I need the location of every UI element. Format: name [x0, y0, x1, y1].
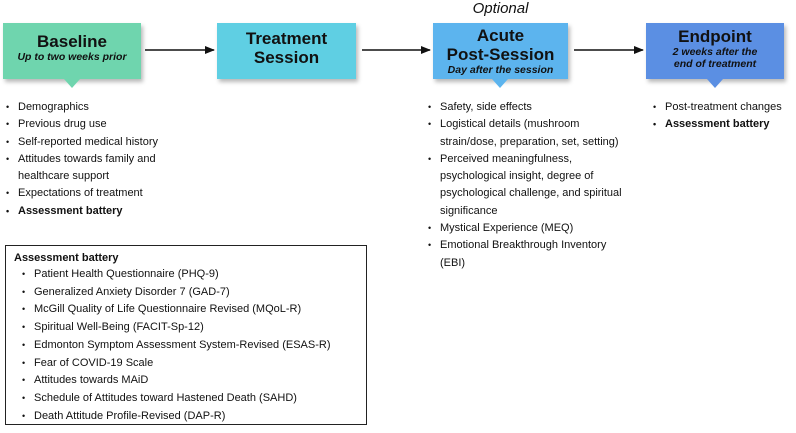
list-item: Assessment battery [651, 116, 791, 134]
list-item: Death Attitude Profile-Revised (DAP-R) [14, 408, 358, 426]
list-item-continuation: significance [440, 204, 498, 217]
list-item: Post-treatment changes [651, 99, 791, 117]
endpoint-measures-list: Post-treatment changes Assessment batter… [651, 99, 791, 134]
list-item: Previous drug use [4, 116, 204, 134]
stage-endpoint-pointer [707, 79, 723, 88]
stage-endpoint-title: Endpoint [678, 27, 752, 46]
stage-endpoint-subtitle-line1: 2 weeks after the [672, 46, 758, 58]
stage-acute-subtitle: Day after the session [447, 64, 554, 76]
list-item: Fear of COVID-19 Scale [14, 355, 358, 373]
stage-acute-pointer [492, 79, 508, 88]
list-item: Attitudes towards family and [4, 151, 204, 169]
stage-acute: Acute Post-Session Day after the session [433, 23, 568, 79]
stage-baseline-subtitle: Up to two weeks prior [17, 51, 127, 63]
optional-label: Optional [472, 0, 529, 17]
stage-treatment-title-line1: Treatment [245, 29, 328, 48]
stage-baseline-title: Baseline [37, 32, 107, 51]
list-item: Safety, side effects [426, 99, 636, 117]
list-item: Attitudes towards MAiD [14, 372, 358, 390]
stage-treatment: Treatment Session [217, 23, 356, 79]
list-item-continuation: (EBI) [440, 256, 466, 269]
list-item: Self-reported medical history [4, 134, 204, 152]
list-item: Schedule of Attitudes toward Hastened De… [14, 390, 358, 408]
list-item-continuation: psychological insight, degree of [440, 170, 594, 183]
list-item: Emotional Breakthrough Inventory [426, 237, 636, 255]
list-item-continuation: strain/dose, preparation, set, setting) [440, 135, 619, 148]
stage-baseline: Baseline Up to two weeks prior [3, 23, 141, 79]
stage-acute-title-line2: Post-Session [446, 45, 555, 64]
assessment-battery-box: Assessment battery Patient Health Questi… [5, 245, 367, 425]
list-item: Generalized Anxiety Disorder 7 (GAD-7) [14, 284, 358, 302]
list-item: Assessment battery [4, 203, 204, 221]
stage-acute-title-line1: Acute [476, 26, 525, 45]
list-item: Spiritual Well-Being (FACIT-Sp-12) [14, 319, 358, 337]
list-item: McGill Quality of Life Questionnaire Rev… [14, 301, 358, 319]
assessment-battery-heading: Assessment battery [14, 252, 119, 264]
list-item: Expectations of treatment [4, 185, 204, 203]
list-item: Demographics [4, 99, 204, 117]
acute-measures-list: Safety, side effects Logistical details … [426, 99, 636, 272]
stage-baseline-pointer [64, 79, 80, 88]
stage-endpoint-subtitle-line2: end of treatment [673, 58, 757, 70]
stage-endpoint: Endpoint 2 weeks after the end of treatm… [646, 23, 784, 79]
list-item: Edmonton Symptom Assessment System-Revis… [14, 337, 358, 355]
list-item-continuation: healthcare support [18, 170, 110, 183]
list-item: Mystical Experience (MEQ) [426, 220, 636, 238]
list-item-continuation: psychological challenge, and spiritual [440, 187, 622, 200]
list-item: Perceived meaningfulness, [426, 151, 636, 169]
list-item: Patient Health Questionnaire (PHQ-9) [14, 266, 358, 284]
stage-treatment-title-line2: Session [253, 48, 320, 67]
baseline-measures-list: Demographics Previous drug use Self-repo… [4, 99, 204, 220]
assessment-battery-list: Patient Health Questionnaire (PHQ-9) Gen… [14, 266, 358, 425]
list-item: Logistical details (mushroom [426, 116, 636, 134]
